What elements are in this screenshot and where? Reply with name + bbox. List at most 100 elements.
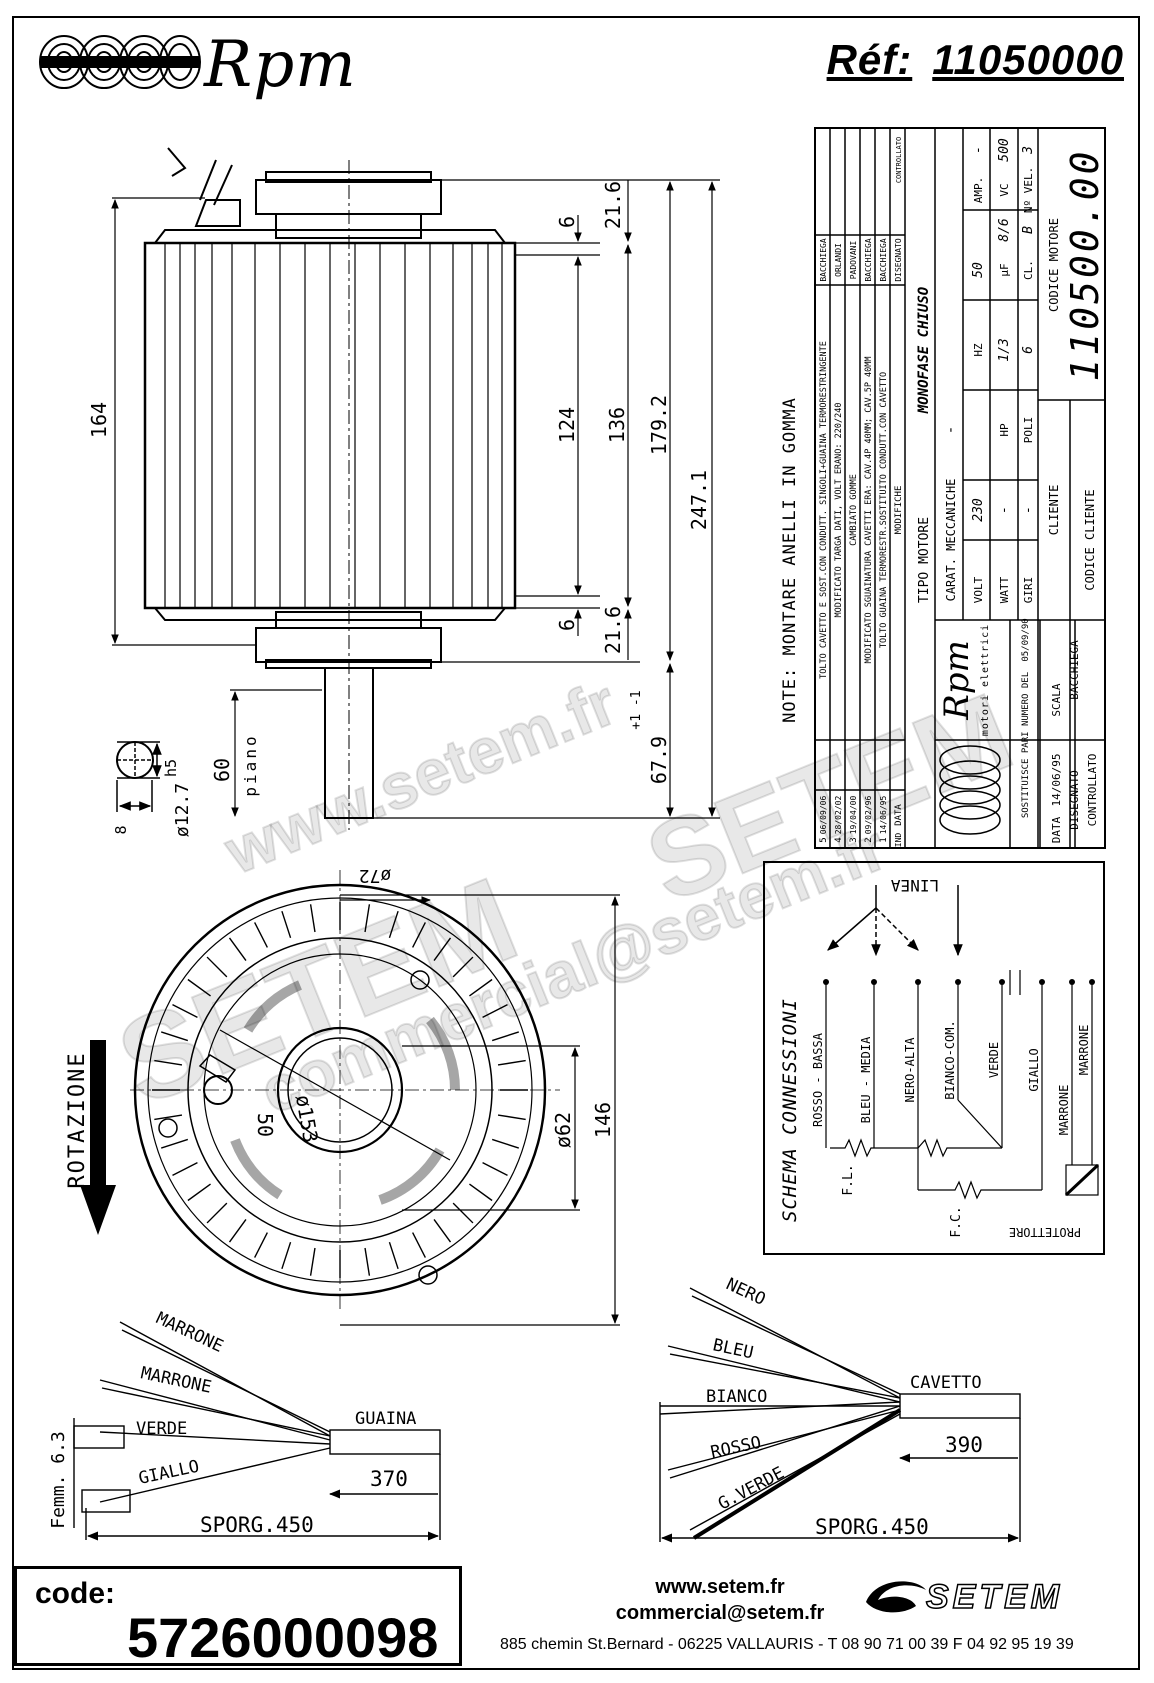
spec-value: - bbox=[971, 146, 986, 154]
controllato-label: CONTROLLATO bbox=[1086, 754, 1099, 827]
vent-slot bbox=[281, 1241, 292, 1270]
vent-slot bbox=[254, 922, 268, 948]
footer-address: 885 chemin St.Bernard - 06225 VALLAURIS … bbox=[500, 1636, 1074, 1653]
vent-slot bbox=[388, 910, 399, 939]
revision-date: 14/06/95 bbox=[879, 796, 888, 835]
coil-logo-icon bbox=[39, 35, 201, 89]
sostituisce-label: SOSTITUISCE PARI NUMERO DEL bbox=[1021, 672, 1031, 818]
protettore-label: PROTETTORE bbox=[1009, 1225, 1081, 1239]
vent-slot bbox=[491, 1031, 520, 1042]
vent-slot bbox=[482, 1004, 508, 1018]
connection-schema bbox=[763, 861, 1105, 1255]
data-value: 14/06/95 bbox=[1050, 754, 1063, 807]
vent-slot bbox=[412, 1232, 426, 1258]
revision-header-data: DATA bbox=[894, 804, 904, 826]
schema-wire-label: MARRONE bbox=[1077, 1025, 1091, 1076]
revision-date: 28/02/02 bbox=[834, 796, 843, 835]
schema-wire-label: GIALLO bbox=[1027, 1048, 1041, 1091]
dim-21-6-bottom: 21.6 bbox=[601, 606, 625, 654]
harness-right bbox=[659, 1287, 1021, 1543]
dim-67-9-tolerance: +1 -1 bbox=[629, 690, 644, 729]
vent-slot bbox=[309, 904, 316, 933]
piano-label: piano bbox=[241, 733, 260, 796]
revision-date: 06/09/06 bbox=[819, 796, 828, 835]
vent-slot bbox=[309, 1247, 316, 1276]
harness-right-wire-3: BIANCO bbox=[706, 1387, 767, 1407]
revision-description: TOLTO CAVETTO E SOST.CON CONDUTT. SINGOL… bbox=[819, 341, 829, 679]
vent-slot bbox=[497, 1114, 526, 1121]
note-text: NOTE: MONTARE ANELLI IN GOMMA bbox=[780, 397, 800, 723]
revision-description: MODIFICATO SGUAINATURA CAVETTI ERA: CAV.… bbox=[864, 356, 874, 663]
schema-wire-label: ROSSO - BASSA bbox=[811, 1032, 825, 1127]
revision-description: MODIFICATO TARGA DATI, VOLT ERANO: 220/2… bbox=[834, 403, 844, 618]
schema-title: SCHEMA CONNESSIONI bbox=[779, 998, 801, 1222]
rotation-indicator: ROTAZIONE bbox=[65, 1040, 116, 1235]
motor-side-view bbox=[143, 147, 517, 830]
harness-left-sleeve: GUAINA bbox=[355, 1409, 416, 1429]
vent-slot bbox=[412, 922, 426, 948]
brand-name: Rpm bbox=[204, 28, 357, 102]
ref-value: 11050000 bbox=[932, 36, 1124, 83]
vent-slot bbox=[433, 1219, 452, 1243]
disegnato-label: DISEGNATO bbox=[1068, 770, 1081, 830]
codice-cliente-label: CODICE CLIENTE bbox=[1083, 489, 1097, 590]
fl-label: F.L. bbox=[841, 1164, 856, 1195]
vent-slot bbox=[469, 1183, 493, 1202]
dim-164: 164 bbox=[87, 402, 111, 438]
harness-right-wire-2: BLEU bbox=[711, 1335, 755, 1363]
rpm-logo: Rpm bbox=[34, 26, 374, 106]
dim-67-9: 67.9 bbox=[647, 736, 671, 784]
harness-left-length: 370 bbox=[370, 1467, 408, 1491]
vent-slot bbox=[452, 1202, 474, 1224]
footer-email-link[interactable]: commercial@setem.fr bbox=[615, 1602, 825, 1624]
revision-index: 5 bbox=[819, 837, 829, 842]
vent-slot bbox=[160, 1031, 189, 1042]
footer-website-link[interactable]: www.setem.fr bbox=[655, 1576, 785, 1598]
revision-designer: ORLANDI bbox=[834, 243, 843, 277]
fc-label: F.C. bbox=[949, 1206, 964, 1237]
spec-label: CL. bbox=[1022, 260, 1035, 280]
revision-index: 3 bbox=[849, 837, 859, 842]
rotation-arrow-icon bbox=[80, 1185, 116, 1235]
disegnato-value: BACCHIEGA bbox=[1068, 640, 1081, 700]
tipo-motore-value: MONOFASE CHIUSO bbox=[916, 287, 932, 414]
spec-value: 1/3 bbox=[997, 338, 1012, 361]
code-box: code: 5726000098 bbox=[14, 1566, 462, 1669]
schema-wire-label: MARRONE bbox=[1057, 1085, 1071, 1136]
reference-number: Réf:11050000 bbox=[827, 36, 1124, 84]
vent-slot bbox=[172, 1162, 198, 1176]
code-value: 5726000098 bbox=[127, 1606, 439, 1669]
spec-value: 50 bbox=[971, 262, 986, 278]
vent-slot bbox=[187, 1183, 211, 1202]
linea-label: LINEA bbox=[891, 876, 940, 895]
harness-right-wire-1: NERO bbox=[723, 1274, 769, 1309]
spec-label: AMP. bbox=[972, 177, 985, 204]
dim-dia-62: ø62 bbox=[551, 1112, 575, 1148]
dim-124: 124 bbox=[555, 407, 579, 443]
vent-slot bbox=[160, 1138, 189, 1149]
rotation-label: ROTAZIONE bbox=[65, 1051, 90, 1188]
shaft-diameter: ø12.7 bbox=[172, 783, 193, 837]
setem-logo-text: SETEM bbox=[925, 1577, 1064, 1617]
vent-slot bbox=[154, 1114, 183, 1121]
revision-designer: BACCHIEGA bbox=[864, 238, 873, 282]
schema-wire-label: BLEU - MEDIA bbox=[859, 1036, 873, 1123]
side-dimensions bbox=[111, 179, 720, 819]
vent-slot bbox=[433, 937, 452, 961]
revision-header-modifiche: MODIFICHE bbox=[894, 486, 904, 535]
spec-value: 6 bbox=[1021, 346, 1036, 354]
schema-wire-label: NERO-ALTA bbox=[903, 1037, 917, 1103]
spec-label: GIRI bbox=[1022, 577, 1035, 604]
codice-motore-value: 110500.00 bbox=[1063, 149, 1107, 382]
revision-date: 19/04/00 bbox=[849, 796, 858, 835]
spec-label: VOLT bbox=[972, 576, 985, 603]
spec-value: B bbox=[1021, 226, 1036, 234]
harness-left-sporg: SPORG.450 bbox=[200, 1513, 314, 1537]
dim-dia-72: ø72 bbox=[359, 865, 392, 886]
dim-179-2: 179.2 bbox=[647, 395, 671, 455]
revision-index: 4 bbox=[834, 837, 844, 842]
motor-front-view bbox=[130, 870, 560, 1310]
revision-header-disegnato: DISEGNATO bbox=[894, 238, 903, 282]
dim-50: 50 bbox=[253, 1113, 277, 1137]
title-block bbox=[814, 127, 1106, 849]
